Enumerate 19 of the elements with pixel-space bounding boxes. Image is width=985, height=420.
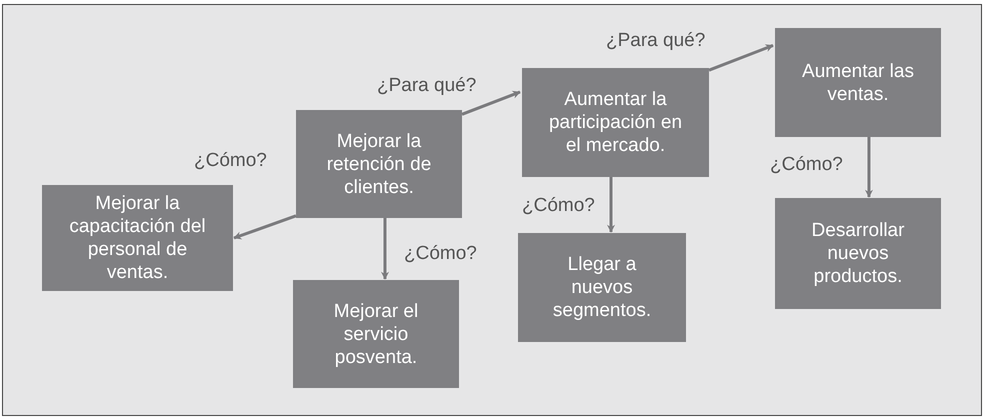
edge-label: ¿Cómo?	[770, 154, 843, 176]
arrow	[607, 177, 616, 233]
arrow	[708, 44, 774, 72]
arrow	[461, 90, 521, 116]
process-box: Aumentar la participación en el mercado.	[522, 68, 709, 177]
process-box: Mejorar la capacitación del personal de ventas.	[42, 185, 233, 291]
arrow	[864, 137, 873, 198]
process-box: Aumentar las ventas.	[775, 28, 941, 137]
process-box: Llegar a nuevos segmentos.	[518, 233, 686, 342]
arrow	[233, 214, 296, 240]
edge-label: ¿Cómo?	[194, 150, 267, 172]
process-box: Mejorar la retención de clientes.	[296, 110, 462, 218]
edge-label: ¿Cómo?	[522, 195, 595, 217]
process-box: Mejorar el servicio posventa.	[293, 280, 459, 388]
edge-label: ¿Cómo?	[404, 243, 477, 265]
process-box: Desarrollar nuevos productos.	[775, 198, 941, 309]
edge-label: ¿Para qué?	[606, 30, 706, 52]
arrow	[381, 218, 389, 280]
edge-label: ¿Para qué?	[377, 75, 476, 97]
